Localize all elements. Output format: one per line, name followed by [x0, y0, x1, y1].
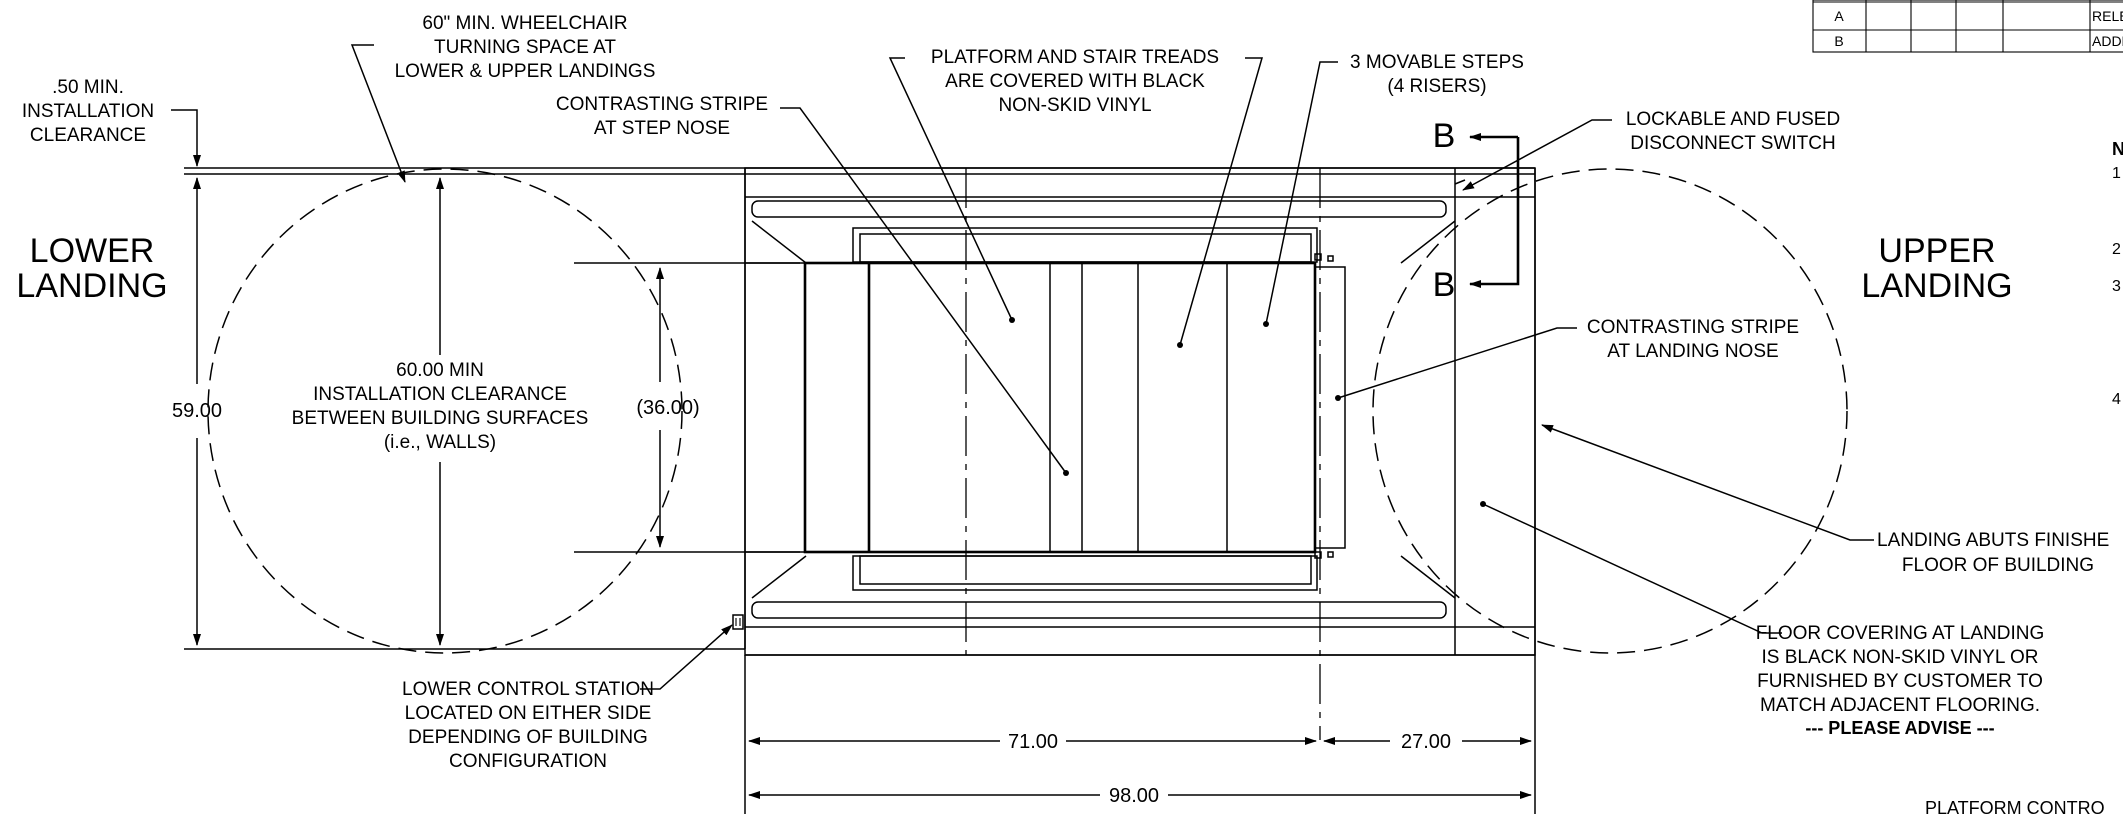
- stripe-landing-line1: CONTRASTING STRIPE: [1587, 317, 1799, 338]
- floor-covering-line3: FURNISHED BY CUSTOMER TO: [1757, 671, 2043, 692]
- stripe-step-callout: CONTRASTING STRIPE AT STEP NOSE: [556, 94, 1069, 476]
- landing-abuts-callout: LANDING ABUTS FINISHE FLOOR OF BUILDING: [1541, 424, 2109, 576]
- control-station-callout: LOWER CONTROL STATION LOCATED ON EITHER …: [402, 624, 733, 772]
- install-clearance-callout: .50 MIN. INSTALLATION CLEARANCE: [22, 77, 201, 167]
- stripe-landing-callout: CONTRASTING STRIPE AT LANDING NOSE: [1335, 317, 1799, 401]
- disconnect-line2: DISCONNECT SWITCH: [1630, 133, 1835, 154]
- rev-a-desc: RELE: [2092, 8, 2123, 24]
- platform-treads-line3: NON-SKID VINYL: [998, 95, 1151, 116]
- section-marker-b: B B: [1433, 117, 1520, 304]
- note-number-2: 2: [2112, 241, 2121, 258]
- floor-covering-line4: MATCH ADJACENT FLOORING.: [1760, 695, 2040, 716]
- height-dimension: 59.00: [172, 177, 222, 646]
- install-clearance-line3: CLEARANCE: [30, 125, 146, 146]
- lower-landing-label-line1: LOWER: [30, 232, 155, 270]
- lower-control-station: [732, 614, 744, 630]
- section-marker-top: B: [1433, 117, 1456, 155]
- wheelchair-line2: TURNING SPACE AT: [434, 37, 616, 58]
- disconnect-line1: LOCKABLE AND FUSED: [1626, 109, 1840, 130]
- wheelchair-line1: 60" MIN. WHEELCHAIR: [422, 13, 627, 34]
- building-clearance-line3: BETWEEN BUILDING SURFACES: [292, 408, 589, 429]
- note-number-1: 1: [2112, 165, 2121, 182]
- building-clearance-line1: 60.00 MIN: [396, 360, 484, 381]
- disconnect-switch: [1454, 179, 1466, 185]
- floor-covering-line5: --- PLEASE ADVISE ---: [1805, 718, 1994, 738]
- notes-header: N: [2112, 139, 2123, 159]
- bottom-dimensions: 71.00 27.00 98.00: [744, 655, 1536, 814]
- floor-covering-callout: FLOOR COVERING AT LANDING IS BLACK NON-S…: [1480, 501, 2044, 738]
- disconnect-callout: LOCKABLE AND FUSED DISCONNECT SWITCH: [1462, 109, 1840, 191]
- lower-turning-circle: [207, 168, 683, 654]
- platform-width-value: (36.00): [636, 397, 699, 419]
- wheelchair-callout: 60" MIN. WHEELCHAIR TURNING SPACE AT LOW…: [350, 13, 656, 183]
- overall-dimension-value: 98.00: [1109, 785, 1159, 807]
- stripe-step-line1: CONTRASTING STRIPE: [556, 94, 768, 115]
- landing-abuts-line2: FLOOR OF BUILDING: [1902, 555, 2094, 576]
- stripe-landing-line2: AT LANDING NOSE: [1607, 341, 1778, 362]
- upper-landing-label-line2: LANDING: [1861, 267, 2012, 305]
- footer-title: PLATFORM CONTRO: [1925, 798, 2105, 814]
- note-number-3: 3: [2112, 278, 2121, 295]
- building-clearance-line2: INSTALLATION CLEARANCE: [313, 384, 567, 405]
- lower-landing-label-line2: LANDING: [16, 267, 167, 305]
- stripe-step-line2: AT STEP NOSE: [594, 118, 730, 139]
- landing-abuts-line1: LANDING ABUTS FINISHE: [1877, 530, 2109, 551]
- notes-column: N 1 2 3 4: [2112, 139, 2123, 408]
- height-dimension-value: 59.00: [172, 400, 222, 422]
- floor-covering-line2: IS BLACK NON-SKID VINYL OR: [1762, 647, 2039, 668]
- upper-landing-label-line1: UPPER: [1878, 232, 1995, 270]
- rev-b-desc: ADDE: [2092, 33, 2123, 49]
- run-dimension-value: 71.00: [1008, 731, 1058, 753]
- movable-steps-line1: 3 MOVABLE STEPS: [1350, 52, 1524, 73]
- movable-steps-line2: (4 RISERS): [1387, 76, 1486, 97]
- control-station-line3: DEPENDING OF BUILDING: [408, 727, 648, 748]
- platform-width-dimension: (36.00): [574, 262, 800, 553]
- lift-platform-unit: [744, 167, 1536, 740]
- control-station-line4: CONFIGURATION: [449, 751, 607, 772]
- install-clearance-line1: .50 MIN.: [52, 77, 124, 98]
- control-station-line1: LOWER CONTROL STATION: [402, 679, 654, 700]
- install-clearance-line2: INSTALLATION: [22, 101, 154, 122]
- upper-turning-circle: [1372, 168, 1848, 654]
- wheelchair-line3: LOWER & UPPER LANDINGS: [395, 61, 656, 82]
- rev-b-label: B: [1834, 33, 1843, 49]
- revision-table: A RELE B ADDE: [1812, 0, 2123, 53]
- landing-depth-value: 27.00: [1401, 731, 1451, 753]
- platform-treads-line1: PLATFORM AND STAIR TREADS: [931, 47, 1219, 68]
- building-clearance-line4: (i.e., WALLS): [384, 432, 496, 453]
- movable-steps-callout: 3 MOVABLE STEPS (4 RISERS): [1263, 52, 1524, 327]
- floor-covering-line1: FLOOR COVERING AT LANDING: [1756, 623, 2045, 644]
- control-station-line2: LOCATED ON EITHER SIDE: [405, 703, 652, 724]
- platform-treads-line2: ARE COVERED WITH BLACK: [945, 71, 1205, 92]
- rev-a-label: A: [1834, 8, 1844, 24]
- platform-treads-callout: PLATFORM AND STAIR TREADS ARE COVERED WI…: [888, 47, 1263, 348]
- note-number-4: 4: [2112, 391, 2121, 408]
- section-marker-bottom: B: [1433, 266, 1456, 304]
